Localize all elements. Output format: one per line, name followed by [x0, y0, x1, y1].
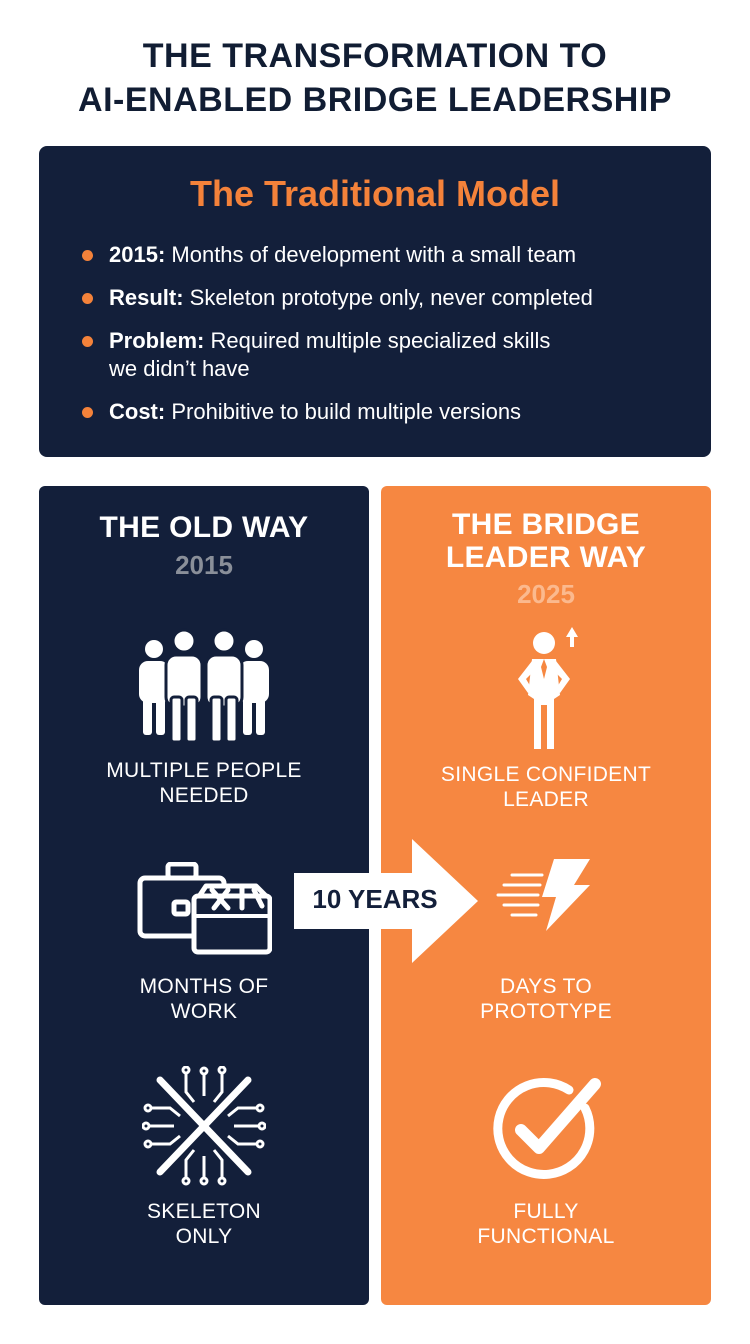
bullet-text-continued: we didn’t have — [109, 356, 250, 381]
bullet-text: Months of development with a small team — [165, 242, 577, 267]
new-way-caption-days: DAYS TO PROTOTYPE — [381, 974, 711, 1024]
old-way-caption-people: MULTIPLE PEOPLE NEEDED — [39, 758, 369, 808]
bullet-dot — [82, 336, 93, 347]
broken-circuit-x-icon — [142, 1066, 266, 1186]
bullet-label: 2015: — [109, 242, 166, 267]
caption-line: PROTOTYPE — [480, 1000, 612, 1023]
caption-line: ONLY — [175, 1225, 233, 1248]
new-way-caption-leader: SINGLE CONFIDENT LEADER — [381, 762, 711, 812]
transition-arrow-icon — [294, 839, 478, 963]
group-of-people-icon — [139, 628, 269, 743]
page-title-line-2: AI-ENABLED BRIDGE LEADERSHIP — [78, 81, 672, 119]
bridge-leader-way-title-line-2: LEADER WAY — [445, 541, 647, 574]
checkmark-circle-icon — [493, 1078, 601, 1179]
bridge-leader-way-title: THE BRIDGE LEADER WAY — [381, 508, 711, 574]
transition-label: 10 YEARS — [312, 884, 438, 914]
old-way-title: THE OLD WAY — [99, 511, 309, 544]
old-way-caption-skeleton: SKELETON ONLY — [39, 1199, 369, 1249]
traditional-model-box — [39, 146, 711, 457]
bridge-leader-way-year: 2025 — [517, 579, 575, 609]
caption-line: SINGLE CONFIDENT — [440, 763, 652, 786]
caption-line: SKELETON — [146, 1200, 262, 1223]
caption-line: FUNCTIONAL — [477, 1225, 615, 1248]
bullet-text: Required multiple specialized skills — [204, 328, 551, 353]
caption-line: FULLY — [513, 1200, 579, 1223]
traditional-model-heading: The Traditional Model — [189, 173, 561, 214]
bullet-dot — [82, 250, 93, 261]
page-title: THE TRANSFORMATION TO AI-ENABLED BRIDGE … — [0, 34, 750, 122]
confident-leader-icon — [518, 627, 578, 749]
page-title-line-1: THE TRANSFORMATION TO — [142, 37, 608, 75]
bridge-leader-way-title-line-1: THE BRIDGE — [451, 508, 640, 541]
briefcase-toolbox-icon — [137, 862, 272, 955]
caption-line: LEADER — [503, 788, 589, 811]
caption-line: MULTIPLE PEOPLE — [106, 759, 302, 782]
caption-line: NEEDED — [159, 784, 249, 807]
bullet-label: Problem: — [109, 328, 205, 353]
caption-line: WORK — [170, 1000, 238, 1023]
lightning-bolt-icon — [496, 859, 590, 931]
bullet-dot — [82, 407, 93, 418]
caption-line: MONTHS OF — [139, 975, 269, 998]
old-way-caption-months: MONTHS OF WORK — [39, 974, 369, 1024]
caption-line: DAYS TO — [500, 975, 592, 998]
bullet-text: Prohibitive to build multiple versions — [165, 399, 522, 424]
bullet-text: Skeleton prototype only, never completed — [183, 285, 593, 310]
bullet-dot — [82, 293, 93, 304]
bullet-label: Result: — [109, 285, 184, 310]
new-way-caption-functional: FULLY FUNCTIONAL — [381, 1199, 711, 1249]
bullet-label: Cost: — [109, 399, 166, 424]
old-way-year: 2015 — [175, 550, 233, 580]
